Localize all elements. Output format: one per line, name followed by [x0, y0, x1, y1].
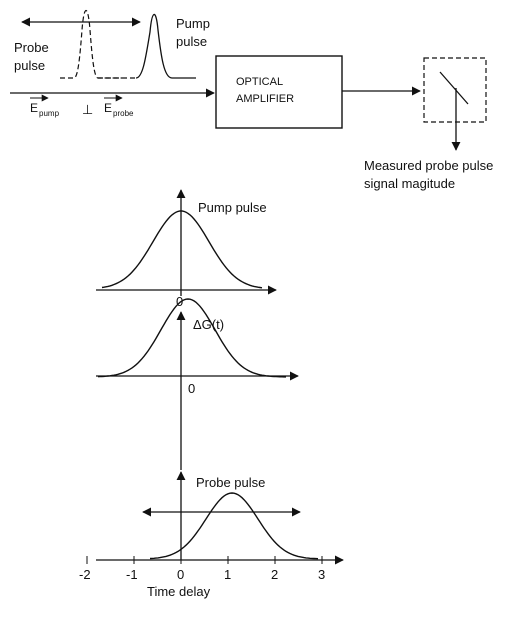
- tick-label: 2: [271, 567, 278, 582]
- probe-pulse-label-1: Probe: [14, 40, 49, 55]
- amplifier-label-1: OPTICAL: [236, 76, 283, 88]
- pump-pulse-label-1: Pump: [176, 16, 210, 31]
- probe-pulse-plot: Probe pulse -2 -1 0 1 2 3 Time delay: [79, 471, 344, 599]
- optical-amplifier-box: [215, 55, 343, 129]
- pump-pulse-curve: [101, 210, 263, 289]
- tick-label: 0: [177, 567, 184, 582]
- setup-section: Probe pulse Pump pulse E pump ⊥ E probe …: [10, 9, 493, 191]
- tick-label: -1: [126, 567, 138, 582]
- probe-pulse-curve: [149, 492, 319, 560]
- tick-label: -2: [79, 567, 91, 582]
- tick-label: 3: [318, 567, 325, 582]
- probe-pulse-shape: [60, 9, 122, 79]
- polarization-notation: E pump ⊥ E probe: [30, 94, 134, 118]
- gain-change-curve: [97, 298, 286, 378]
- pump-pulse-label-2: pulse: [176, 34, 207, 49]
- field-probe-subscript: probe: [113, 109, 134, 118]
- tick-label: 1: [224, 567, 231, 582]
- perpendicular-symbol: ⊥: [82, 102, 93, 117]
- time-delay-ticks: -2 -1 0 1 2 3: [79, 556, 325, 582]
- measured-label-1: Measured probe pulse: [364, 158, 493, 173]
- pump-pulse-shape: [135, 13, 196, 79]
- polarizer-box: [423, 57, 487, 123]
- x-axis-label: Time delay: [147, 584, 211, 599]
- probe-pulse-title: Probe pulse: [196, 475, 265, 490]
- gain-plot: ΔG(t) 0: [96, 298, 299, 470]
- polarizer-icon: [439, 71, 469, 105]
- amplifier-label-2: AMPLIFIER: [236, 93, 294, 105]
- field-probe-symbol: E: [104, 101, 112, 115]
- field-pump-subscript: pump: [39, 109, 60, 118]
- pump-zero-label: 0: [176, 294, 183, 309]
- pump-pulse-title: Pump pulse: [198, 200, 267, 215]
- pump-pulse-plot: Pump pulse 0: [96, 189, 277, 309]
- measured-label-2: signal magitude: [364, 176, 455, 191]
- gain-axis-label: ΔG(t): [193, 317, 224, 332]
- field-pump-symbol: E: [30, 101, 38, 115]
- probe-pulse-label-2: pulse: [14, 58, 45, 73]
- gain-zero-label: 0: [188, 381, 195, 396]
